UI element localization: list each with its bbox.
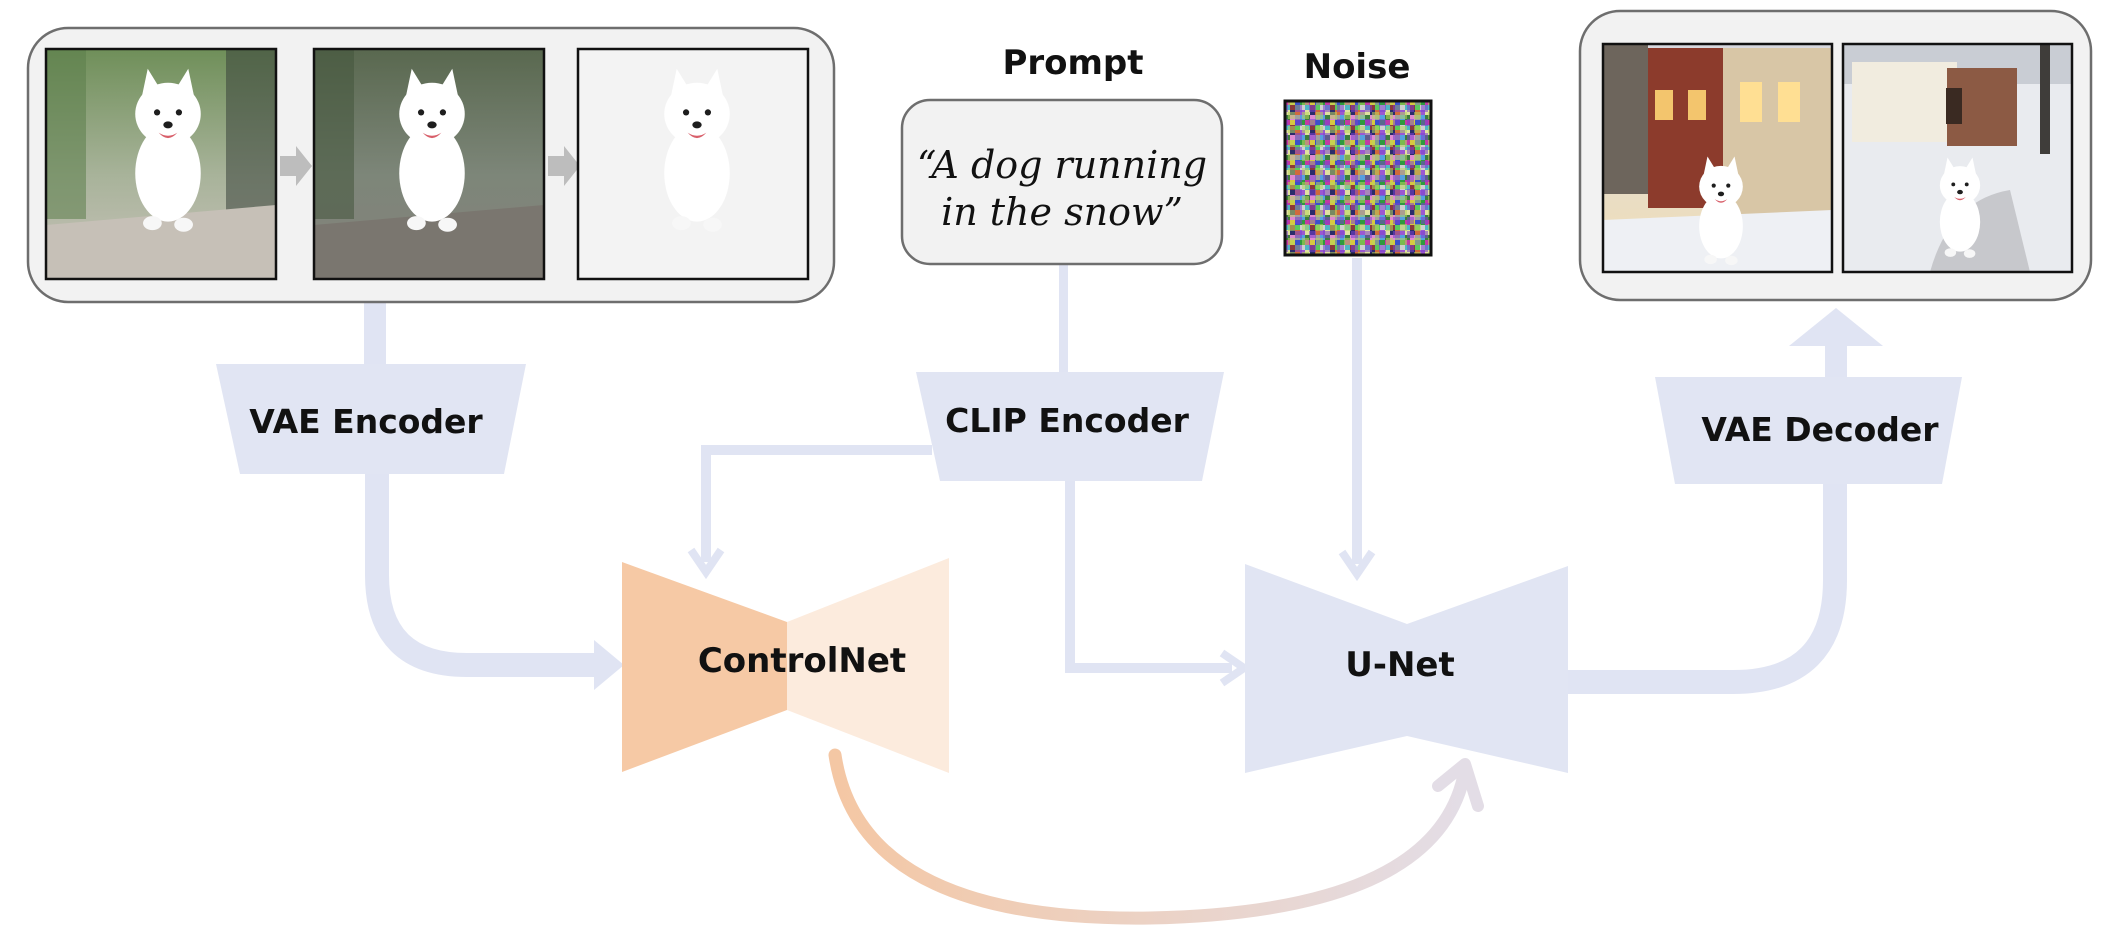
input-image-panel <box>26 26 836 304</box>
controlnet-block: ControlNet <box>622 558 949 773</box>
controlnet-encoder-half <box>622 562 787 772</box>
vae-decoder-to-output-connector <box>1825 340 1847 380</box>
unet-to-vae-decoder-arrow <box>1568 480 1847 694</box>
segmented-dog-photo <box>312 47 546 281</box>
unet-block: U-Net <box>1245 564 1568 773</box>
vae-decoder-to-output-arrowhead <box>1789 308 1883 346</box>
controlnet-decoder-half <box>787 558 949 773</box>
vae-encoder-block: VAE Encoder <box>216 364 526 474</box>
prompt-title: Prompt <box>1002 43 1143 83</box>
original-dog-photo <box>44 47 278 281</box>
vae-encoder-label: VAE Encoder <box>249 402 483 441</box>
output-dog-photo-2 <box>1841 42 2074 274</box>
clip-to-controlnet-arrowhead <box>687 547 725 580</box>
controlnet-to-unet-skip-arrowhead <box>1432 758 1484 812</box>
vae-decoder-block: VAE Decoder <box>1655 377 1962 484</box>
process-arrow-2 <box>548 146 580 186</box>
noise-title: Noise <box>1304 47 1411 87</box>
vae-encoder-to-controlnet-arrowhead <box>594 640 624 690</box>
controlnet-label: ControlNet <box>698 641 906 681</box>
noise-to-unet-arrowhead <box>1338 549 1376 582</box>
prompt-text-line2: in the snow” <box>941 190 1183 234</box>
output-image-panel <box>1578 9 2093 302</box>
clip-to-unet-arrow <box>1065 480 1232 673</box>
noise-image <box>1283 99 1433 257</box>
clip-to-unet-arrowhead <box>1219 649 1252 687</box>
process-arrow-1 <box>280 146 312 186</box>
controlnet-to-unet-skip-arrow <box>828 748 1472 925</box>
clip-encoder-block: CLIP Encoder <box>916 372 1224 481</box>
noise-to-unet-arrow <box>1352 258 1362 564</box>
clip-to-controlnet-arrow <box>701 445 932 562</box>
prompt-to-clip-connector <box>1059 265 1068 375</box>
clip-encoder-label: CLIP Encoder <box>945 401 1189 440</box>
vae-decoder-label: VAE Decoder <box>1701 410 1939 449</box>
extracted-dog-photo <box>576 47 810 281</box>
output-dog-photo-1 <box>1601 42 1834 274</box>
input-to-vae-encoder-connector <box>364 300 386 372</box>
prompt-box: “A dog running in the snow” <box>900 98 1224 266</box>
unet-label: U-Net <box>1345 645 1455 685</box>
prompt-text-line1: “A dog running <box>917 143 1207 187</box>
vae-encoder-to-controlnet-arrow <box>365 472 598 677</box>
